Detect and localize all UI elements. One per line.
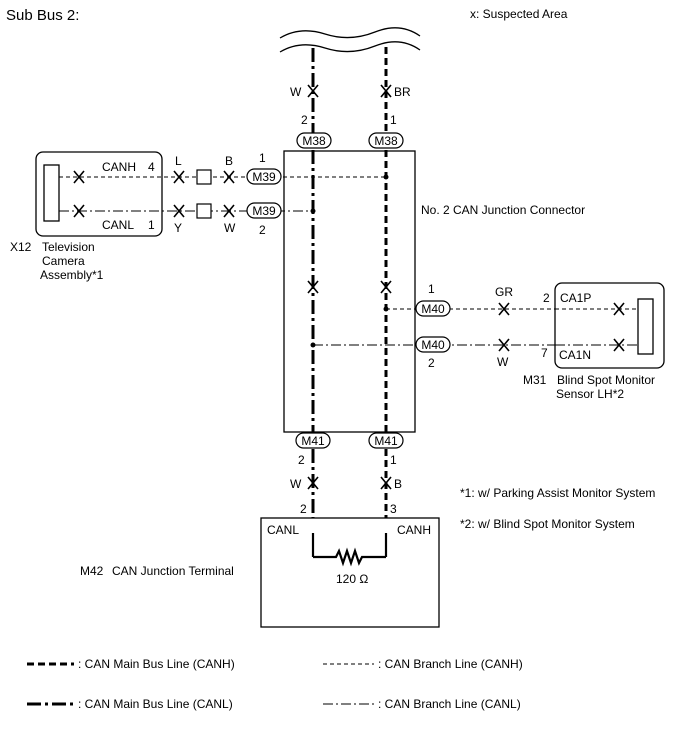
camera-canh-label: CANH — [102, 160, 136, 174]
suspected-mark-camera-canh-1 — [73, 170, 85, 184]
legend-main-canl-label: : CAN Main Bus Line (CANL) — [78, 697, 233, 711]
terminal-canl-label: CANL — [267, 523, 299, 537]
junction-dot-canh-camera — [383, 174, 389, 180]
top-right-pin: 1 — [390, 113, 397, 127]
suspected-mark-camera-canh-3 — [223, 170, 235, 184]
suspected-mark-top-right — [380, 84, 392, 98]
suspected-mark-sensor-canl-1 — [498, 338, 510, 352]
suspected-mark-lower-left — [307, 476, 319, 490]
top-left-wire-color: W — [290, 85, 302, 99]
sensor-ca1p-pin: 2 — [543, 291, 550, 305]
camera-canl-pin: 1 — [148, 218, 155, 232]
legend-main-canh-label: : CAN Main Bus Line (CANH) — [78, 657, 235, 671]
terminal-code: M42 — [80, 564, 104, 578]
legend-branch-canh-label: : CAN Branch Line (CANH) — [378, 657, 523, 671]
suspected-mark-sensor-canl-2 — [613, 338, 625, 352]
inline-connector-canl — [196, 203, 212, 219]
suspected-mark-camera-canl-1 — [73, 204, 85, 218]
junction-dot-canl-camera — [310, 208, 316, 214]
suspected-mark-inside-left — [307, 280, 319, 294]
sensor-name-line1: Blind Spot Monitor — [557, 373, 655, 387]
legend-branch-canl-label: : CAN Branch Line (CANL) — [378, 697, 521, 711]
sensor-wire-w: W — [497, 355, 509, 369]
m40-top-label: M40 — [421, 302, 445, 316]
camera-wire-y: Y — [174, 221, 182, 235]
junction-connector-box — [283, 150, 416, 433]
suspected-mark-top-left — [307, 84, 319, 98]
m39-bottom-connector — [246, 202, 282, 219]
junction-dot-canh-sensor — [383, 306, 389, 312]
sensor-ca1n-label: CA1N — [559, 348, 591, 362]
m40-top-pin: 1 — [428, 282, 435, 296]
inline-connector-canh — [196, 169, 212, 185]
suspected-mark-lower-right — [380, 476, 392, 490]
terminal-canh-label: CANH — [397, 523, 431, 537]
m40-bottom-label: M40 — [421, 338, 445, 352]
junction-connector-label: No. 2 CAN Junction Connector — [421, 203, 585, 217]
sensor-code: M31 — [523, 373, 547, 387]
terminal-left-pin: 2 — [300, 502, 307, 516]
m40-bottom-connector — [415, 336, 451, 353]
camera-assembly-box — [35, 151, 163, 237]
suspected-mark-inside-right — [380, 280, 392, 294]
break-line-bottom — [279, 41, 421, 53]
suspected-mark-camera-canl-3 — [223, 204, 235, 218]
m39-top-connector — [246, 168, 282, 185]
top-right-wire-color: BR — [394, 85, 411, 99]
lower-right-wire-color: B — [394, 477, 402, 491]
terminal-name: CAN Junction Terminal — [112, 564, 234, 578]
m38-right-label: M38 — [374, 134, 398, 148]
m39-bottom-label: M39 — [252, 204, 276, 218]
m41-right-pin: 1 — [390, 453, 397, 467]
camera-wire-w: W — [224, 221, 236, 235]
note-parking-assist: *1: w/ Parking Assist Monitor System — [460, 486, 655, 500]
camera-code: X12 — [10, 240, 32, 254]
m41-left-label: M41 — [301, 434, 325, 448]
camera-name-line3: Assembly*1 — [40, 268, 104, 282]
sensor-wire-gr: GR — [495, 285, 513, 299]
camera-canl-label: CANL — [102, 218, 134, 232]
m41-right-label: M41 — [374, 434, 398, 448]
m38-left-connector — [296, 132, 332, 149]
suspected-area-note: x: Suspected Area — [470, 7, 568, 21]
suspected-mark-sensor-canh-1 — [498, 302, 510, 316]
m40-top-connector — [415, 300, 451, 317]
m41-right-connector — [368, 432, 404, 449]
suspected-mark-sensor-canh-2 — [613, 302, 625, 316]
sensor-ca1p-label: CA1P — [560, 291, 591, 305]
sensor-ca1n-pin: 7 — [541, 346, 548, 360]
camera-wire-b: B — [225, 154, 233, 168]
m40-bottom-pin: 2 — [428, 356, 435, 370]
m38-right-connector — [368, 132, 404, 149]
terminal-resistor-value: 120 Ω — [336, 572, 368, 586]
camera-wire-l: L — [175, 154, 182, 168]
m39-bottom-pin: 2 — [259, 223, 266, 237]
camera-connector-block — [43, 164, 60, 222]
note-blind-spot: *2: w/ Blind Spot Monitor System — [460, 517, 635, 531]
sensor-name-line2: Sensor LH*2 — [556, 387, 624, 401]
camera-canh-pin: 4 — [148, 160, 155, 174]
camera-name-line1: Television — [42, 240, 95, 254]
m39-top-pin: 1 — [259, 151, 266, 165]
diagram-title: Sub Bus 2: — [6, 7, 79, 24]
m41-left-connector — [295, 432, 331, 449]
m39-top-label: M39 — [252, 170, 276, 184]
sensor-box — [554, 282, 665, 369]
junction-terminal-box — [260, 517, 440, 628]
terminating-resistor — [313, 547, 386, 567]
terminal-right-pin: 3 — [390, 502, 397, 516]
sensor-connector-block — [637, 298, 654, 355]
suspected-mark-camera-canh-2 — [173, 170, 185, 184]
break-line-top — [279, 27, 421, 39]
m41-left-pin: 2 — [298, 453, 305, 467]
suspected-mark-camera-canl-2 — [173, 204, 185, 218]
junction-dot-canl-sensor — [310, 342, 316, 348]
camera-name-line2: Camera — [42, 254, 85, 268]
lower-left-wire-color: W — [290, 477, 302, 491]
m38-left-label: M38 — [302, 134, 326, 148]
top-left-pin: 2 — [301, 113, 308, 127]
